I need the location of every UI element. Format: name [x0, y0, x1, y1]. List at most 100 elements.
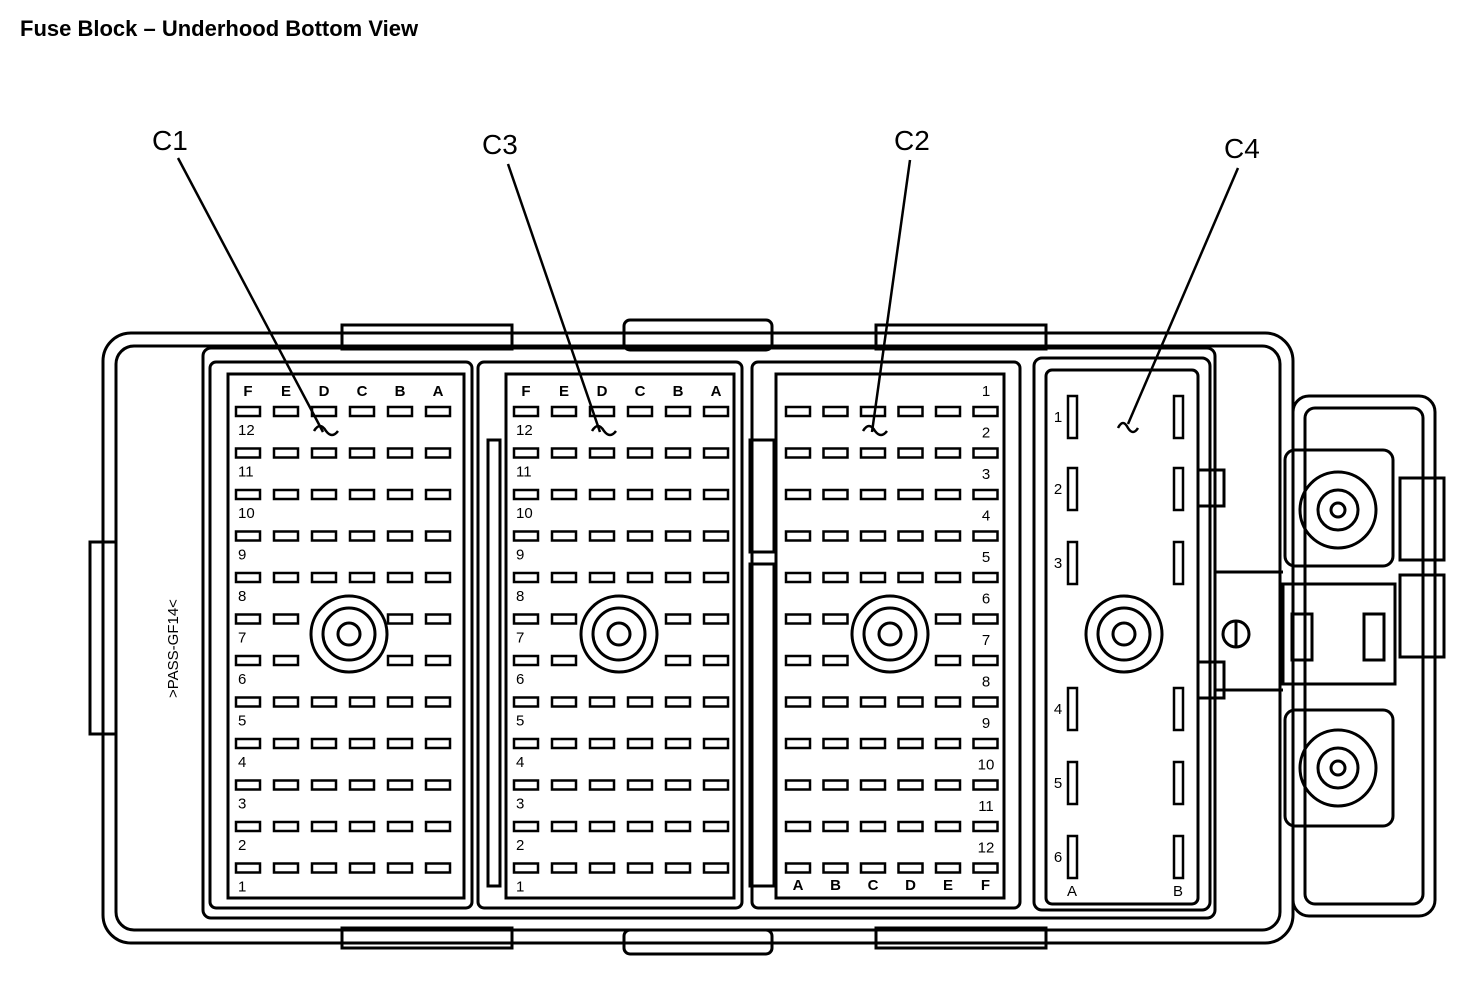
- c2-pin: [859, 696, 887, 708]
- c2-pin: [859, 405, 887, 418]
- c3-pin: [664, 737, 692, 750]
- side-label: >PASS-GF14<: [165, 599, 182, 698]
- c4-row-label: 5: [1054, 775, 1062, 792]
- left-latch: [88, 540, 118, 736]
- c1-col-label: D: [319, 383, 330, 400]
- c2-side-rail: [748, 438, 776, 554]
- c1-col-label: C: [357, 383, 368, 400]
- bottom-tab-2: [622, 928, 774, 956]
- c2-pin: [934, 654, 962, 667]
- c1-row-label: 4: [238, 754, 246, 771]
- c1-row-label: 2: [238, 837, 246, 854]
- c3-pin: [588, 737, 616, 750]
- c3-row-label: 10: [516, 505, 533, 522]
- c2-pin: [784, 405, 812, 418]
- c3-pin: [664, 571, 692, 584]
- housing-inner: [114, 344, 1282, 932]
- c3-pin: [664, 447, 692, 459]
- c3-col-label: D: [597, 383, 608, 400]
- c2-side-rail-low: [748, 562, 776, 888]
- c3-pin: [626, 820, 654, 833]
- c3-key-mark: [590, 424, 617, 437]
- c3-pin: [512, 530, 540, 542]
- c2-pin: [972, 488, 999, 501]
- c2-row-label: 2: [982, 425, 990, 442]
- c1-pin: [272, 571, 300, 584]
- c3-pin: [550, 613, 578, 625]
- c2-pin: [859, 488, 887, 501]
- c1-pin: [424, 820, 452, 833]
- c2-pin: [972, 571, 999, 584]
- c1-pin: [386, 862, 414, 874]
- c3-pin: [702, 820, 730, 833]
- c2-pin: [859, 571, 887, 584]
- c3-row-label: 5: [516, 713, 524, 730]
- c3-pin: [626, 862, 654, 874]
- c4-pin: [1066, 834, 1079, 880]
- c3-pin: [664, 654, 692, 667]
- c4-pin: [1172, 394, 1185, 440]
- c3-pin: [626, 571, 654, 584]
- stud-top-outer: [1298, 470, 1378, 550]
- c2-pin: [784, 447, 812, 459]
- c2-pin: [934, 405, 962, 418]
- c1-row-label: 12: [238, 422, 255, 439]
- c3-col-label: A: [711, 383, 722, 400]
- c1-pin: [310, 862, 338, 874]
- c2-pin: [972, 820, 999, 833]
- c3-col-label: B: [673, 383, 684, 400]
- c1-pin: [234, 820, 262, 833]
- c2-pin: [784, 696, 812, 708]
- c3-pin: [702, 488, 730, 501]
- c2-pin: [784, 820, 812, 833]
- c2-pin: [972, 405, 999, 418]
- c2-pin: [897, 405, 924, 418]
- c2-pin: [934, 820, 962, 833]
- c2-row-label: 8: [982, 674, 990, 691]
- c3-row-label: 7: [516, 630, 524, 647]
- c3-pin: [588, 820, 616, 833]
- c1-pin: [424, 447, 452, 459]
- c4-row-label: 1: [1054, 409, 1062, 426]
- c1-pin: [272, 737, 300, 750]
- c2-pin: [859, 447, 887, 459]
- c2-row-label: 10: [978, 757, 995, 774]
- c3-frame: [476, 360, 744, 910]
- c3-pin: [664, 779, 692, 791]
- right-latch-body: [1281, 582, 1397, 686]
- c4-key-mark: [1116, 421, 1140, 434]
- c3-leader: [506, 163, 602, 433]
- stud-bottom-center: [1329, 759, 1347, 777]
- c3-bolt-outer: [579, 594, 659, 674]
- c3-pin: [664, 862, 692, 874]
- c2-row-label: 9: [982, 715, 990, 732]
- c2-pin: [784, 862, 812, 874]
- c1-row-label: 10: [238, 505, 255, 522]
- c2-pin: [972, 696, 999, 708]
- stud-top-inner: [1316, 488, 1360, 532]
- c2-pin: [897, 488, 924, 501]
- c1-row-label: 3: [238, 796, 246, 813]
- c3-pin: [550, 696, 578, 708]
- c2-pin: [822, 862, 849, 874]
- c2-pin: [822, 613, 849, 625]
- c1-body: [226, 372, 466, 900]
- c4-col-label: B: [1173, 883, 1183, 900]
- c3-pin: [626, 530, 654, 542]
- c2-pin: [822, 737, 849, 750]
- c2-row-label: 3: [982, 466, 990, 483]
- c3-pin: [626, 488, 654, 501]
- c3-pin: [702, 779, 730, 791]
- c1-key-mark: [312, 424, 339, 437]
- c2-pin: [897, 862, 924, 874]
- c2-col-label: D: [905, 877, 916, 894]
- c2-pin: [822, 779, 849, 791]
- c2-pin: [859, 737, 887, 750]
- c1-row-label: 6: [238, 671, 246, 688]
- c3-pin: [588, 530, 616, 542]
- c2-pin: [822, 571, 849, 584]
- c1-col-label: E: [281, 383, 291, 400]
- c1-bolt-center: [336, 621, 362, 647]
- c4-pin: [1066, 540, 1079, 586]
- page-title: Fuse Block – Underhood Bottom View: [20, 16, 419, 41]
